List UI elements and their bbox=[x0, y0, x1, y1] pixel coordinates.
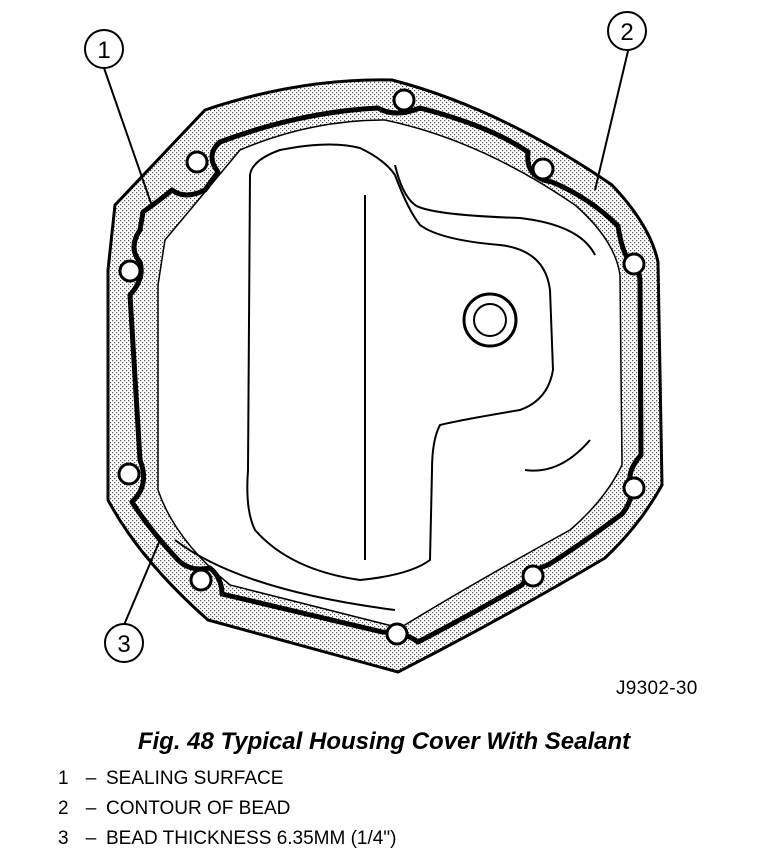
figure-id: J9302-30 bbox=[616, 678, 698, 699]
figure-caption: Fig. 48 Typical Housing Cover With Seala… bbox=[137, 728, 631, 755]
callout-1: 1 bbox=[84, 29, 124, 69]
legend-item-text: BEAD THICKNESS 6.35MM (1/4") bbox=[106, 828, 397, 849]
drain-plug bbox=[462, 292, 518, 348]
callout-leaders bbox=[103, 50, 629, 626]
legend-item: 2–CONTOUR OF BEAD bbox=[58, 794, 396, 824]
legend-item: 1–SEALING SURFACE bbox=[58, 764, 396, 794]
callout-3: 3 bbox=[104, 623, 144, 663]
legend-item-number: 3 bbox=[58, 828, 69, 849]
legend-item: 3–BEAD THICKNESS 6.35MM (1/4") bbox=[58, 824, 396, 854]
cover-contour-lines bbox=[174, 143, 596, 611]
callout-2: 2 bbox=[607, 11, 647, 51]
bolt-holes bbox=[117, 88, 646, 646]
legend-item-number: 2 bbox=[58, 798, 69, 819]
housing-cover-diagram: 1 2 3 bbox=[84, 11, 664, 674]
cover-inner-edge bbox=[157, 119, 623, 629]
legend-item-number: 1 bbox=[58, 768, 69, 789]
legend-item-text: SEALING SURFACE bbox=[106, 768, 284, 789]
callout-2-label: 2 bbox=[620, 19, 633, 46]
legend: 1–SEALING SURFACE 2–CONTOUR OF BEAD 3–BE… bbox=[58, 764, 396, 854]
callout-1-label: 1 bbox=[97, 37, 110, 64]
callout-3-label: 3 bbox=[117, 631, 130, 658]
legend-item-text: CONTOUR OF BEAD bbox=[106, 798, 291, 819]
